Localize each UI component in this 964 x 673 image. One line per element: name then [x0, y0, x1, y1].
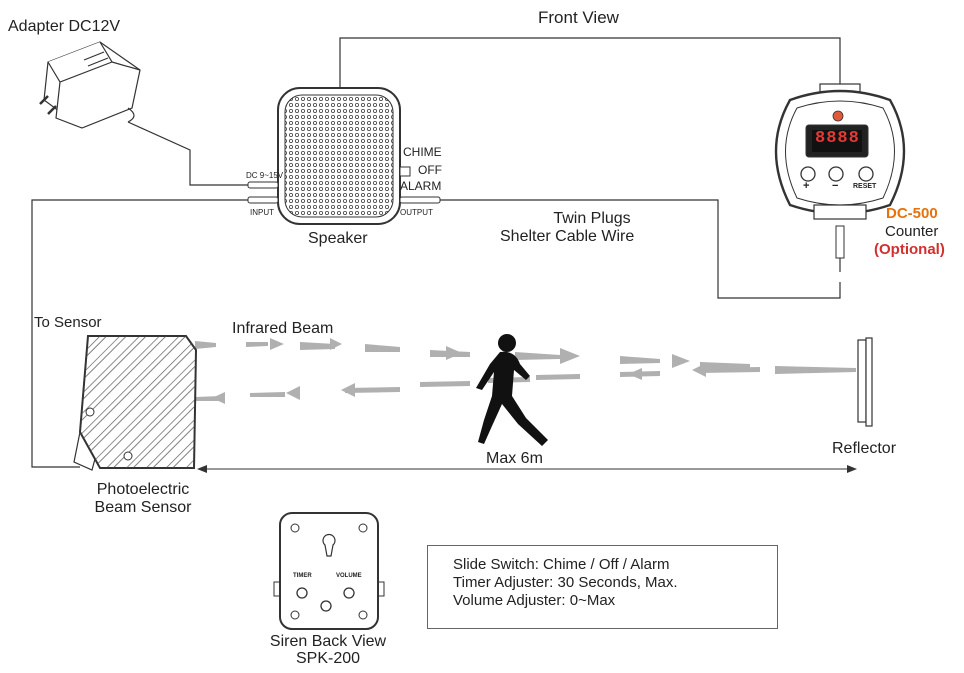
dc-range-label: DC 9~15V — [246, 171, 284, 180]
siren-label-line1: Siren Back View — [269, 633, 387, 650]
counter-icon — [774, 83, 906, 272]
person-icon — [476, 334, 548, 446]
twin-plug-cable — [440, 199, 841, 299]
reflector-icon — [857, 337, 873, 427]
speaker-icon — [247, 87, 441, 225]
front-view-cable — [339, 37, 841, 95]
sensor-label-line1: Photoelectric — [96, 481, 190, 498]
sensor-icon — [73, 335, 198, 471]
counter-minus-label: − — [832, 180, 839, 192]
adapter-label: Adapter DC12V — [8, 18, 121, 35]
note-volume: Volume Adjuster: 0~Max — [453, 592, 616, 609]
switch-off-label: OFF — [418, 163, 442, 177]
counter-reset-label: RESET — [853, 183, 877, 190]
infrared-beam-arrows — [195, 338, 856, 404]
note-timer: Timer Adjuster: 30 Seconds, Max. — [453, 574, 678, 591]
twin-plugs-label: Twin Plugs — [553, 210, 631, 227]
speaker-label: Speaker — [308, 230, 368, 247]
to-sensor-label: To Sensor — [34, 314, 102, 331]
optional-label: (Optional) — [874, 241, 945, 258]
switch-chime-label: CHIME — [403, 145, 442, 159]
specs-notes-box: Slide Switch: Chime / Off / Alarm Timer … — [427, 545, 778, 629]
output-label: OUTPUT — [400, 208, 433, 217]
infrared-beam-label: Infrared Beam — [232, 320, 334, 337]
counter-display: 8888 — [815, 129, 860, 148]
siren-label-line2: SPK-200 — [295, 650, 361, 667]
sensor-label-line2: Beam Sensor — [94, 499, 192, 516]
counter-label: Counter — [885, 223, 939, 240]
sensor-cable — [31, 199, 248, 468]
note-slide-switch: Slide Switch: Chime / Off / Alarm — [453, 556, 670, 573]
input-label: INPUT — [250, 208, 274, 217]
timer-label: TIMER — [293, 573, 312, 579]
front-view-label: Front View — [538, 8, 619, 27]
adapter-icon — [39, 41, 141, 129]
counter-plus-label: + — [803, 180, 810, 192]
shelter-cable-label: Shelter Cable Wire — [500, 228, 635, 245]
siren-back-icon — [273, 512, 385, 630]
adapter-cable — [127, 121, 248, 186]
counter-model-label: DC-500 — [886, 205, 938, 222]
switch-alarm-label: ALARM — [400, 179, 442, 193]
max-distance-label: Max 6m — [486, 450, 543, 467]
volume-label: VOLUME — [336, 573, 362, 579]
wires — [31, 37, 841, 468]
reflector-label: Reflector — [832, 440, 897, 457]
